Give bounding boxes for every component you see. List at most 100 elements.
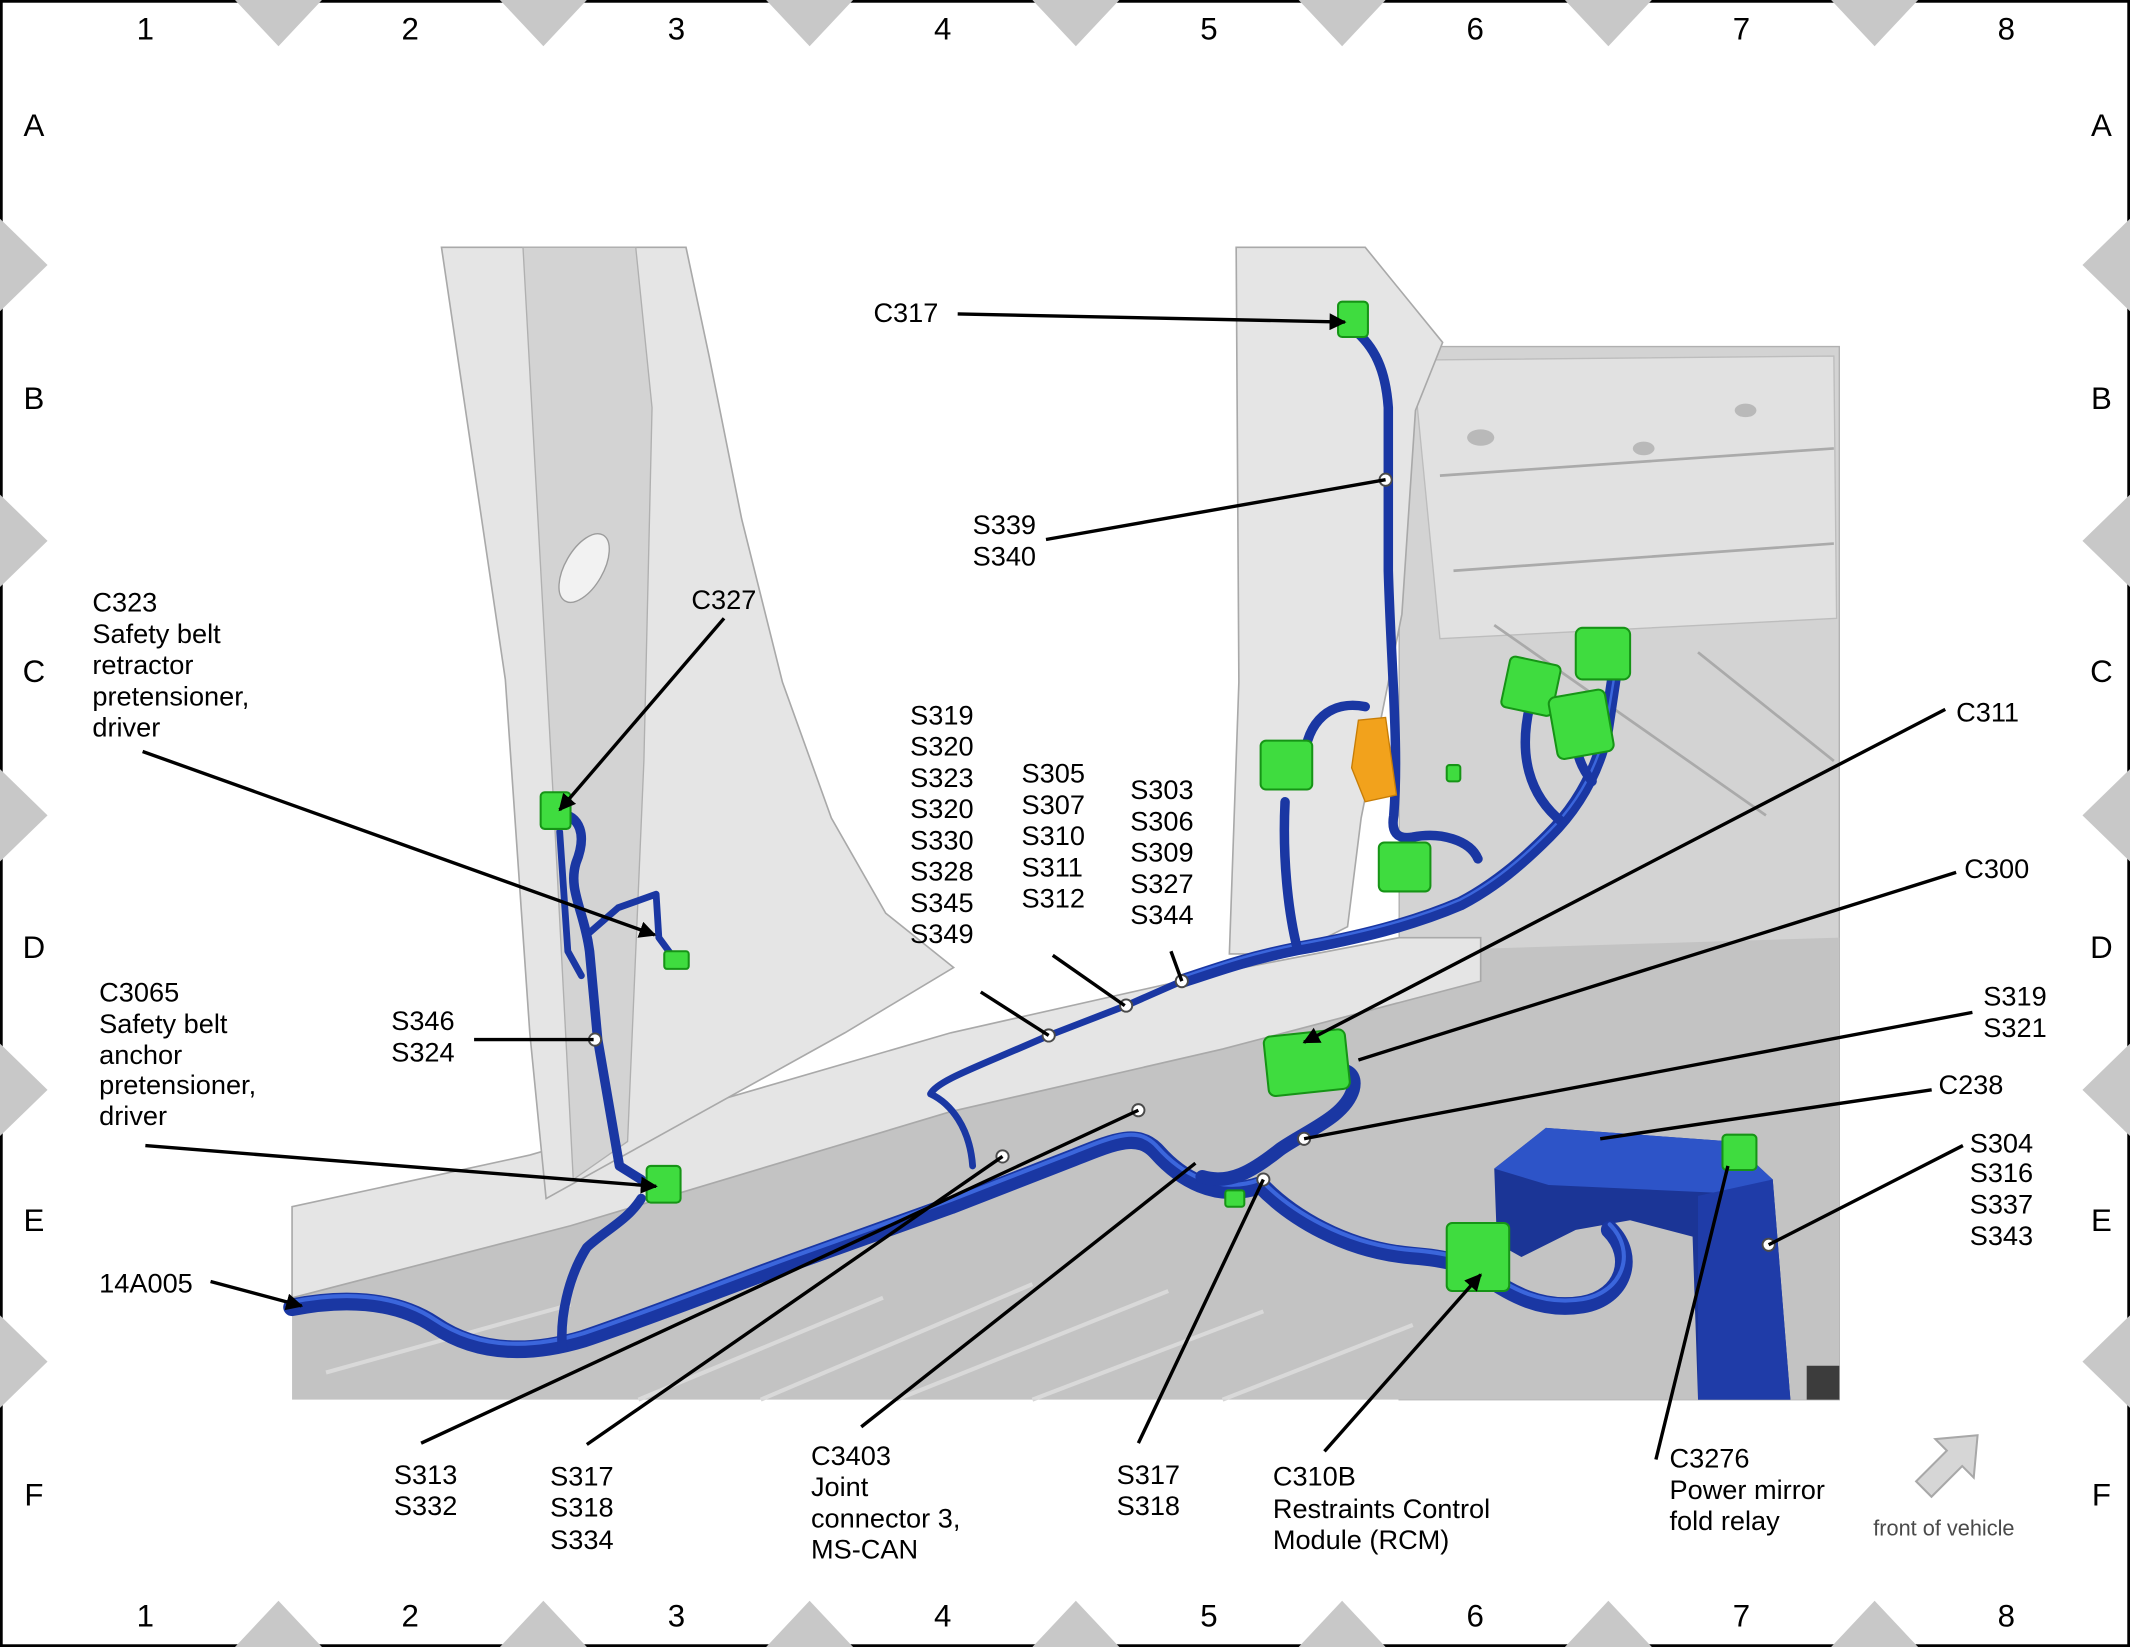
connector-top-right bbox=[1574, 626, 1632, 681]
front-of-vehicle-indicator: front of vehicle bbox=[1873, 1434, 2014, 1541]
callout-label: S317 bbox=[550, 1460, 613, 1491]
grid-row-label: C bbox=[23, 654, 46, 689]
callout-label: C3403 bbox=[811, 1440, 891, 1471]
callout-s305-s312: S305 S307 S310 S311 S312 bbox=[1022, 758, 1126, 1007]
grid-row-label: F bbox=[24, 1478, 43, 1513]
grid-column-label: 3 bbox=[668, 1599, 685, 1634]
callout-leader bbox=[1654, 1165, 1730, 1460]
edge-marker bbox=[1032, 1600, 1120, 1647]
callout-label: C3065 bbox=[99, 977, 179, 1008]
edge-marker bbox=[0, 494, 48, 588]
callout-s346-s324: S346 S324 bbox=[391, 1005, 594, 1067]
edge-marker bbox=[0, 218, 48, 312]
grid-column-label: 5 bbox=[1200, 1599, 1217, 1634]
edge-marker bbox=[2082, 494, 2130, 588]
callout-label: fold relay bbox=[1669, 1505, 1780, 1536]
callout-c311: C311 bbox=[1302, 697, 2019, 1044]
callout-label: S303 bbox=[1130, 774, 1193, 805]
callout-label: C311 bbox=[1956, 697, 2019, 728]
callout-leader bbox=[1599, 1088, 1932, 1141]
callout-c323: C323 Safety belt retractor pretensioner,… bbox=[92, 587, 657, 938]
interior-ridge bbox=[1439, 447, 1835, 817]
callout-label: MS-CAN bbox=[811, 1534, 918, 1565]
callout-label: S309 bbox=[1130, 837, 1193, 868]
edge-marker bbox=[1564, 0, 1652, 47]
grid-column-label: 4 bbox=[934, 11, 951, 46]
callout-label: S324 bbox=[391, 1036, 454, 1067]
callout-label: S316 bbox=[1970, 1157, 2033, 1188]
callout-label: S312 bbox=[1022, 883, 1085, 914]
edge-marker bbox=[2082, 769, 2130, 862]
callout-c3403: C3403 Joint connector 3, MS-CAN bbox=[811, 1161, 1197, 1565]
callout-s339-s340: S339 S340 bbox=[973, 478, 1386, 571]
callout-c310b: C310B Restraints Control Module (RCM) bbox=[1273, 1273, 1490, 1555]
callout-label: S304 bbox=[1970, 1127, 2033, 1158]
callout-c3276: C3276 Power mirror fold relay bbox=[1654, 1165, 1825, 1536]
edge-marker bbox=[0, 1043, 48, 1137]
callout-label: S343 bbox=[1970, 1220, 2033, 1251]
connector-small bbox=[1445, 764, 1462, 783]
edge-marker bbox=[766, 1600, 854, 1647]
connector-center bbox=[1259, 739, 1314, 791]
callout-label: S319 bbox=[1983, 981, 2046, 1012]
callout-label: S305 bbox=[1022, 758, 1085, 789]
grid-column-label: 4 bbox=[934, 1599, 951, 1634]
callout-label: S318 bbox=[550, 1492, 613, 1523]
callout-label: S323 bbox=[910, 762, 973, 793]
callout-leader bbox=[979, 990, 1050, 1037]
callout-s304-s343: S304 S316 S337 S343 bbox=[1767, 1127, 2033, 1251]
callout-label: S306 bbox=[1130, 805, 1193, 836]
callout-leader bbox=[1136, 1178, 1265, 1444]
connector-c317 bbox=[1337, 300, 1369, 339]
callout-label: Joint bbox=[811, 1471, 869, 1502]
grid-row-label: A bbox=[24, 108, 45, 143]
connector-c311 bbox=[1262, 1028, 1351, 1098]
harness-top-right-branch bbox=[1520, 701, 1567, 827]
edge-marker bbox=[2082, 1315, 2130, 1408]
grid-columns-top: 1 2 3 4 5 6 7 8 bbox=[137, 11, 2015, 46]
callout-leader bbox=[1045, 478, 1386, 542]
harness-main-trunk-highlight bbox=[290, 1132, 1626, 1346]
front-of-vehicle-arrow-icon bbox=[1914, 1434, 1979, 1499]
harness-center-branch bbox=[1279, 797, 1303, 954]
edge-marker bbox=[2082, 218, 2130, 312]
edge-marker bbox=[1831, 1600, 1919, 1647]
callout-label: C300 bbox=[1964, 853, 2029, 884]
callout-label: driver bbox=[92, 712, 160, 743]
interior-slot bbox=[1632, 441, 1655, 456]
callout-label: driver bbox=[99, 1100, 167, 1131]
edge-marker bbox=[1298, 0, 1386, 47]
callout-leader bbox=[420, 1108, 1140, 1445]
callout-label: S344 bbox=[1130, 899, 1193, 930]
callout-leader bbox=[1169, 950, 1184, 982]
connector-c310b bbox=[1445, 1222, 1511, 1292]
callout-label: S332 bbox=[394, 1490, 457, 1521]
grid-column-label: 5 bbox=[1200, 11, 1217, 46]
front-of-vehicle-label: front of vehicle bbox=[1873, 1516, 2014, 1541]
callout-label: S317 bbox=[1117, 1459, 1180, 1490]
grid-column-label: 7 bbox=[1733, 11, 1750, 46]
callout-label: S319 bbox=[910, 699, 973, 730]
harness-upper-branch-thin bbox=[927, 977, 1186, 1170]
callout-leader bbox=[1302, 707, 1947, 1044]
callout-label: pretensioner, bbox=[99, 1069, 256, 1100]
harness-left-lower-branch bbox=[557, 1193, 646, 1353]
grid-column-label: 8 bbox=[1998, 11, 2015, 46]
interior-upper-panel bbox=[1412, 355, 1838, 640]
edge-marker bbox=[235, 1600, 322, 1647]
edge-marker bbox=[0, 769, 48, 862]
callout-label: S311 bbox=[1022, 851, 1083, 882]
grid-rows-left: A B C D E F bbox=[23, 108, 46, 1513]
connector-top-right bbox=[1547, 688, 1615, 760]
callout-s319-s349: S319 S320 S323 S320 S330 S328 S345 S349 bbox=[910, 699, 1050, 1037]
grid-row-label: A bbox=[2091, 108, 2112, 143]
edge-marker bbox=[1831, 0, 1919, 47]
callout-label: Safety belt bbox=[99, 1008, 228, 1039]
callout-s313-s332: S313 S332 bbox=[394, 1108, 1140, 1521]
edge-marker bbox=[1298, 1600, 1386, 1647]
callout-leader bbox=[957, 312, 1347, 331]
callout-label: S313 bbox=[394, 1459, 457, 1490]
callout-label: S320 bbox=[910, 731, 973, 762]
callout-label: S337 bbox=[1970, 1189, 2033, 1220]
